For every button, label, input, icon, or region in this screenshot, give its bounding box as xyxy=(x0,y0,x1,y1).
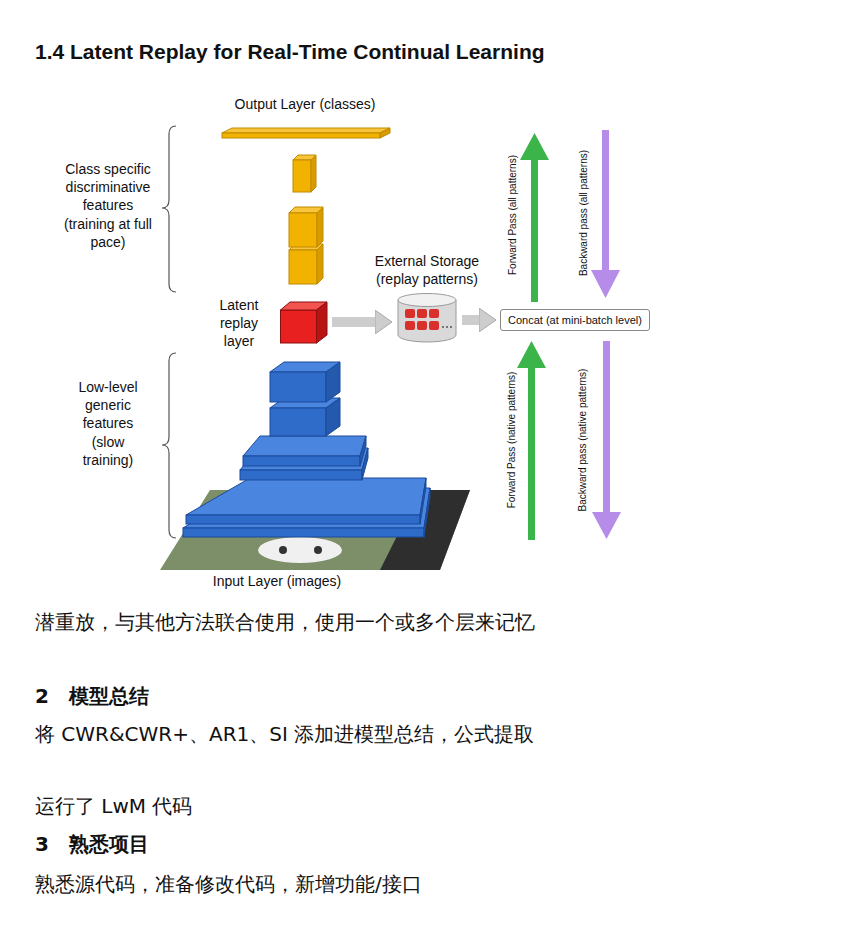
cylinder-shape xyxy=(405,321,415,330)
forward-arrow xyxy=(531,159,538,302)
backward-arrow xyxy=(591,270,620,298)
class-layers xyxy=(293,160,311,192)
input-image xyxy=(279,546,287,554)
process-box: Concat (at mini-batch level) xyxy=(500,309,650,331)
cube-shape xyxy=(317,302,328,343)
backward-arrow xyxy=(602,130,609,271)
class-layers xyxy=(222,133,380,138)
low-level-layers xyxy=(183,528,424,537)
cylinder-shape xyxy=(398,294,456,342)
section-heading: 1.4 Latent Replay for Real-Time Continua… xyxy=(35,38,545,65)
bracket xyxy=(162,126,176,292)
forward-arrow xyxy=(520,133,549,160)
body-text: 2 模型总结 xyxy=(35,683,149,709)
body-text: 3 熟悉项目 xyxy=(35,831,149,857)
arrow-label: Forward Pass (all patterns) xyxy=(506,155,519,275)
low-level-layers xyxy=(186,515,420,524)
arrow-label: Backward pass (all patterns) xyxy=(577,150,590,276)
low-level-layers xyxy=(243,436,366,456)
cylinder-shape xyxy=(396,292,458,344)
backward-arrow xyxy=(603,341,610,513)
cube-shape xyxy=(281,310,317,343)
storage-cylinder: External Storage (replay patterns) xyxy=(396,292,458,344)
forward-arrow xyxy=(517,341,546,368)
figure-label: Class specific discriminative features (… xyxy=(58,160,158,251)
low-level-layers xyxy=(360,436,366,466)
low-level-layers xyxy=(183,362,430,537)
low-level-layers xyxy=(420,478,426,524)
low-level-layers xyxy=(326,398,340,436)
class-layers xyxy=(380,128,390,138)
class-layers xyxy=(311,155,316,192)
arrow-label: Forward Pass (native patterns) xyxy=(505,372,518,509)
class-layers xyxy=(317,207,323,247)
class-layers xyxy=(317,244,323,284)
low-level-layers xyxy=(270,372,326,402)
backward-arrow xyxy=(591,130,621,539)
low-level-layers xyxy=(240,470,362,480)
block-arrow xyxy=(462,315,479,325)
forward-arrow xyxy=(517,133,549,540)
forward-arrow xyxy=(528,367,535,540)
class-layers xyxy=(222,128,390,133)
cylinder-shape xyxy=(429,309,439,318)
cylinder-shape xyxy=(405,309,415,318)
class-layers xyxy=(289,250,317,284)
cylinder-shape xyxy=(429,321,439,330)
bracket xyxy=(162,126,176,538)
body-text: 运行了 LwM 代码 xyxy=(35,793,192,819)
node-label: Latent replay layer xyxy=(204,296,274,350)
body-text: 潜重放，与其他方法联合使用，使用一个或多个层来记忆 xyxy=(35,609,535,635)
input-image xyxy=(314,546,322,554)
node-label: Concat (at mini-batch level) xyxy=(508,313,642,327)
cylinder-shape xyxy=(446,326,448,328)
input-image xyxy=(258,537,342,563)
block-arrow xyxy=(332,317,375,327)
arrow-label: Backward pass (native patterns) xyxy=(576,369,589,512)
backward-arrow xyxy=(592,512,621,539)
body-text: 将 CWR&CWR+、AR1、SI 添加进模型总结，公式提取 xyxy=(35,721,534,747)
figure-label: Input Layer (images) xyxy=(213,572,341,590)
node-label: External Storage (replay patterns) xyxy=(362,252,492,288)
class-layers xyxy=(289,213,317,247)
cylinder-shape xyxy=(417,309,427,318)
low-level-layers xyxy=(270,408,326,436)
body-text: 熟悉源代码，准备修改代码，新增功能/接口 xyxy=(35,871,422,897)
low-level-layers xyxy=(243,456,360,466)
low-level-layers xyxy=(186,478,426,515)
cube-shape xyxy=(280,300,328,344)
cylinder-shape xyxy=(442,326,444,328)
cylinder-shape xyxy=(450,326,452,328)
bracket xyxy=(162,353,176,538)
figure-label: Low-level generic features (slow trainin… xyxy=(68,378,148,469)
low-level-layers xyxy=(326,362,340,402)
cylinder-shape xyxy=(398,294,456,307)
class-layers xyxy=(222,128,390,284)
cylinder-shape xyxy=(417,321,427,330)
replay-layer-cube: Latent replay layer xyxy=(280,300,328,344)
figure-label: Output Layer (classes) xyxy=(235,95,376,113)
